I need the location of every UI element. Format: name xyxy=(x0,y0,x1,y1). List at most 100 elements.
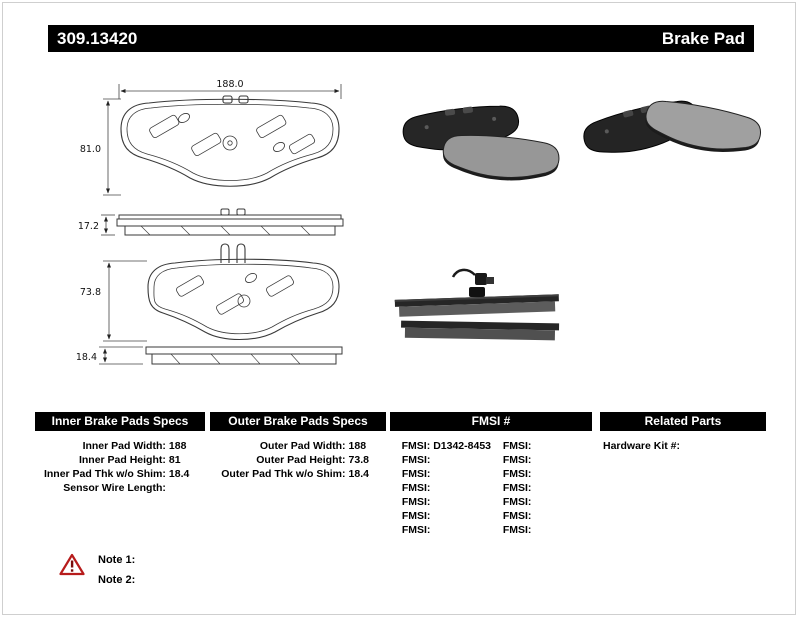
fmsi-row: FMSI: xyxy=(491,523,592,537)
fmsi-label: FMSI: xyxy=(502,454,532,466)
notes-section: Note 1: Note 2: xyxy=(59,553,135,586)
pad-edge-bar-top xyxy=(394,294,559,317)
photo-pads-edge-view xyxy=(394,268,560,341)
stamp-marks xyxy=(176,273,294,315)
spec-label: Inner Pad Height: xyxy=(78,454,166,466)
part-number: 309.13420 xyxy=(57,28,138,48)
fmsi-row: FMSI: D1342-8453 xyxy=(390,439,491,453)
dim-outer-thickness-label: 18.4 xyxy=(76,352,97,363)
fmsi-value xyxy=(430,523,491,537)
note-2: Note 2: xyxy=(98,574,136,586)
fmsi-row: FMSI: xyxy=(491,467,592,481)
dim-outer-height-lines xyxy=(103,260,147,342)
fmsi-right-subcolumn: FMSI: FMSI: FMSI: FMSI: xyxy=(491,439,592,537)
fmsi-label: FMSI: xyxy=(401,482,431,494)
photo-pads-angled-left xyxy=(402,105,560,181)
fmsi-value xyxy=(531,439,592,453)
outer-pad-front-view xyxy=(147,243,340,340)
fmsi-label: FMSI: xyxy=(502,524,532,536)
fmsi-row: FMSI: xyxy=(390,509,491,523)
spec-value: 188 xyxy=(348,440,367,452)
fmsi-label: FMSI: xyxy=(502,440,532,452)
fmsi-value xyxy=(531,467,592,481)
note-lines: Note 1: Note 2: xyxy=(98,553,135,586)
inner-pad-edge-view xyxy=(116,208,344,236)
inner-specs-body: Inner Pad Width: 188 Inner Pad Height: 8… xyxy=(35,431,205,495)
fmsi-label: FMSI: xyxy=(401,510,431,522)
fmsi-label: FMSI: xyxy=(401,524,431,536)
spec-value: 18.4 xyxy=(348,468,369,480)
fmsi-value xyxy=(430,495,491,509)
related-parts-body: Hardware Kit #: xyxy=(600,431,766,453)
fmsi-value xyxy=(531,495,592,509)
header-bar: 309.13420 Brake Pad xyxy=(48,25,754,52)
fmsi-value xyxy=(430,509,491,523)
outer-specs-header: Outer Brake Pads Specs xyxy=(210,412,386,431)
fmsi-left-subcolumn: FMSI: D1342-8453 FMSI: FMSI: FMSI: xyxy=(390,439,491,537)
dim-outer-height-label: 73.8 xyxy=(80,287,101,298)
spec-row: Outer Pad Height: 73.8 xyxy=(210,453,386,467)
technical-drawing: 188.0 81.0 17.2 xyxy=(76,79,344,365)
warning-triangle-icon xyxy=(59,553,85,576)
dim-inner-thickness-lines xyxy=(101,214,115,236)
product-title: Brake Pad xyxy=(661,28,745,48)
outer-specs-body: Outer Pad Width: 188 Outer Pad Height: 7… xyxy=(210,431,386,481)
inner-specs-column: Inner Brake Pads Specs Inner Pad Width: … xyxy=(35,412,205,537)
pad-edge-bar-bottom xyxy=(401,320,560,341)
fmsi-value xyxy=(430,481,491,495)
outer-pad-edge-view xyxy=(145,346,343,365)
pad-friction-view xyxy=(442,134,560,181)
fmsi-label: FMSI: xyxy=(502,468,532,480)
pad-friction-view xyxy=(645,100,762,153)
fmsi-column: FMSI # FMSI: D1342-8453 FMSI: FMSI: xyxy=(390,412,592,537)
fmsi-row: FMSI: xyxy=(491,495,592,509)
spec-label: Outer Pad Height: xyxy=(256,454,346,466)
fmsi-label: FMSI: xyxy=(502,496,532,508)
fmsi-label: FMSI: xyxy=(401,496,431,508)
fmsi-label: FMSI: xyxy=(401,468,431,480)
fmsi-row: FMSI: xyxy=(390,467,491,481)
fmsi-row: FMSI: xyxy=(390,481,491,495)
spec-label: Outer Pad Thk w/o Shim: xyxy=(221,468,346,480)
spec-row: Sensor Wire Length: xyxy=(35,481,205,495)
fmsi-value xyxy=(430,467,491,481)
related-parts-column: Related Parts Hardware Kit #: xyxy=(600,412,766,537)
fmsi-value xyxy=(531,453,592,467)
fmsi-body: FMSI: D1342-8453 FMSI: FMSI: FMSI: xyxy=(390,431,592,537)
dim-inner-thickness-label: 17.2 xyxy=(78,221,99,232)
fmsi-row: FMSI: xyxy=(390,523,491,537)
spec-value: 18.4 xyxy=(168,468,190,480)
fmsi-row: FMSI: xyxy=(390,495,491,509)
spec-label: Inner Pad Thk w/o Shim: xyxy=(43,468,166,480)
spec-label: Sensor Wire Length: xyxy=(63,482,166,494)
fmsi-value xyxy=(531,481,592,495)
fmsi-row: FMSI: xyxy=(390,453,491,467)
fmsi-row: FMSI: xyxy=(491,453,592,467)
fmsi-row: FMSI: xyxy=(491,481,592,495)
specs-table: Inner Brake Pads Specs Inner Pad Width: … xyxy=(35,412,768,537)
fmsi-value: D1342-8453 xyxy=(433,440,491,452)
related-part-row: Hardware Kit #: xyxy=(603,440,681,452)
inner-specs-header: Inner Brake Pads Specs xyxy=(35,412,205,431)
spec-row: Inner Pad Thk w/o Shim: 18.4 xyxy=(35,467,205,481)
spec-row: Outer Pad Thk w/o Shim: 18.4 xyxy=(210,467,386,481)
spec-label: Inner Pad Width: xyxy=(82,440,166,452)
spec-value: 81 xyxy=(168,454,181,466)
fmsi-value xyxy=(531,509,592,523)
fmsi-row: FMSI: xyxy=(491,439,592,453)
dim-inner-height-lines xyxy=(103,98,121,196)
fmsi-label: FMSI: xyxy=(401,440,431,452)
spec-row: Inner Pad Height: 81 xyxy=(35,453,205,467)
dim-inner-width-lines xyxy=(118,84,342,99)
fmsi-label: FMSI: xyxy=(401,454,431,466)
fmsi-value xyxy=(531,523,592,537)
spec-label: Outer Pad Width: xyxy=(259,440,346,452)
fmsi-value xyxy=(430,453,491,467)
dim-outer-thickness-lines xyxy=(99,346,143,365)
dim-inner-height-label: 81.0 xyxy=(80,144,101,155)
spec-row: Outer Pad Width: 188 xyxy=(210,439,386,453)
fmsi-label: FMSI: xyxy=(502,510,532,522)
stamp-marks xyxy=(149,113,316,156)
